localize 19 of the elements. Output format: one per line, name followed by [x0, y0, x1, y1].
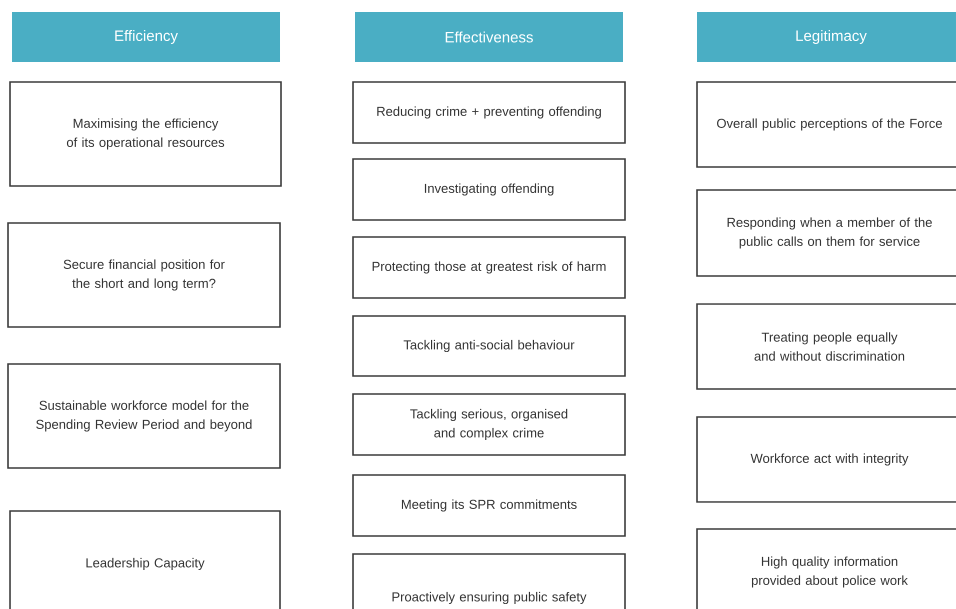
criterion-box: Sustainable workforce model for the Spending Review Period and beyond: [7, 363, 281, 469]
criterion-box: Workforce act with integrity: [696, 416, 956, 503]
column-header: Effectiveness: [355, 12, 623, 62]
column-header: Efficiency: [12, 12, 280, 62]
criterion-box: Investigating offending: [352, 158, 626, 221]
criterion-box: Proactively ensuring public safety: [352, 553, 626, 609]
criterion-box: Reducing crime + preventing offending: [352, 81, 626, 144]
criterion-box: Secure financial position for the short and long term?: [7, 222, 281, 328]
criterion-box: Protecting those at greatest risk of harm: [352, 236, 626, 299]
criterion-box: High quality information provided about police work: [696, 528, 956, 609]
criterion-box: Leadership Capacity: [9, 510, 281, 609]
criterion-box: Meeting its SPR commitments: [352, 474, 626, 537]
criterion-box: Overall public perceptions of the Force: [696, 81, 956, 168]
criterion-box: Treating people equally and without discrimination: [696, 303, 956, 390]
criterion-box: Tackling serious, organised and complex crime: [352, 393, 626, 456]
criterion-box: Maximising the efficiency of its operational resources: [9, 81, 282, 187]
column-header: Legitimacy: [697, 12, 956, 62]
criterion-box: Tackling anti-social behaviour: [352, 315, 626, 377]
criterion-box: Responding when a member of the public calls on them for service: [696, 189, 956, 277]
